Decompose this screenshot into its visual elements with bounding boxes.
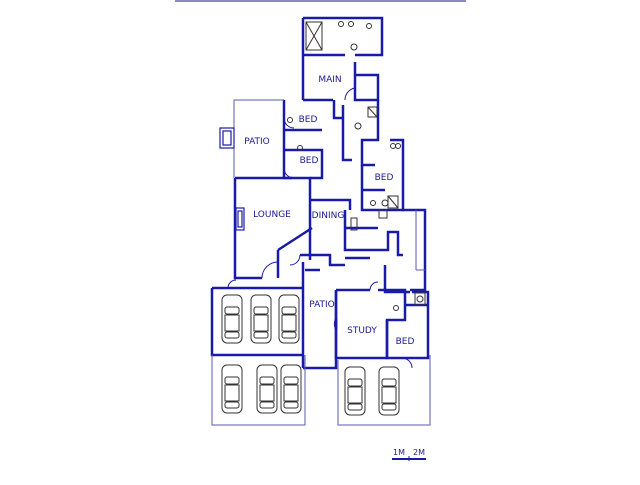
- car-icon: [256, 364, 278, 414]
- car-icon: [278, 294, 300, 344]
- room-label-dining: DINING: [312, 211, 345, 221]
- fireplaces: [219, 127, 245, 231]
- scale-bar: 1M 2M: [392, 448, 426, 461]
- car-icon: [280, 364, 302, 414]
- car-icon: [221, 364, 243, 414]
- car-icon: [250, 294, 272, 344]
- scale-label-2m: 2M: [413, 448, 425, 457]
- room-label-main: MAIN: [318, 75, 341, 85]
- car-icon: [221, 294, 243, 344]
- garage-cars: [221, 294, 400, 416]
- room-label-lounge: LOUNGE: [253, 210, 291, 220]
- room-labels: MAIN BED PATIO BED BED LOUNGE DINING PAT…: [244, 75, 414, 347]
- room-label-bed-upper: BED: [299, 115, 318, 125]
- room-label-bed-study: BED: [396, 337, 415, 347]
- room-label-patio-left: PATIO: [244, 137, 270, 147]
- room-label-bed-right: BED: [375, 173, 394, 183]
- bath-fixture: [305, 21, 323, 51]
- room-label-bed-middle: BED: [300, 156, 319, 166]
- car-icon: [378, 366, 400, 416]
- room-label-study: STUDY: [347, 326, 377, 336]
- doors: [227, 87, 413, 369]
- walls: [210, 16, 430, 370]
- room-label-patio-center: PATIO: [309, 300, 335, 310]
- fixtures: [287, 21, 426, 311]
- car-icon: [344, 366, 366, 416]
- scale-label-1m: 1M: [393, 448, 405, 457]
